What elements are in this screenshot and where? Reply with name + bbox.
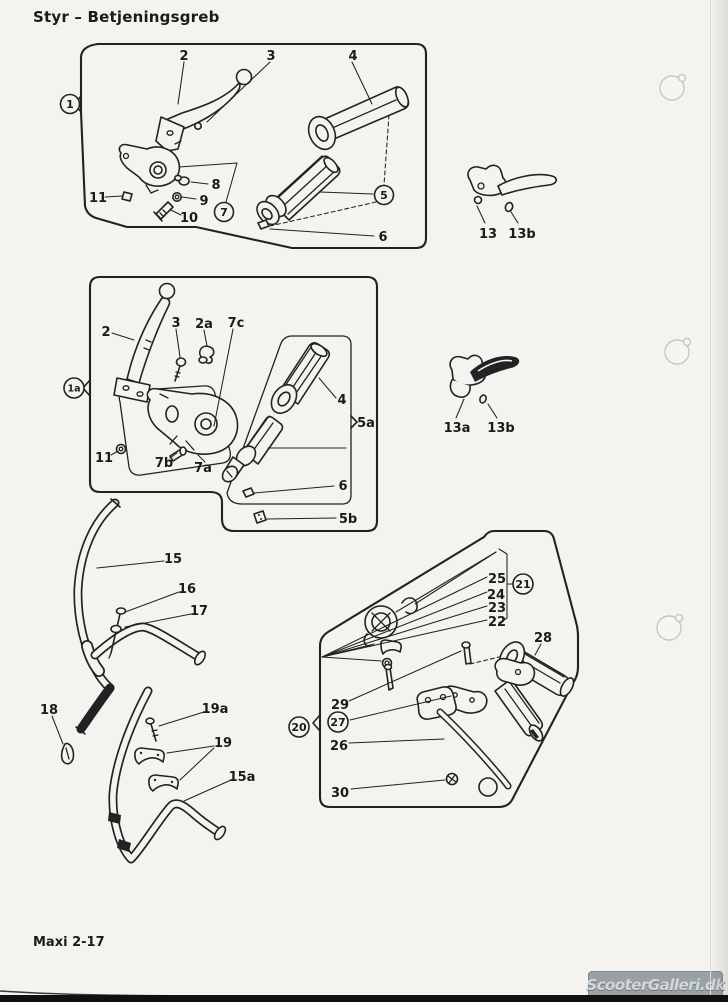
throttle-pipe-5a-drawing — [221, 415, 284, 483]
throttle-grip-drawing — [307, 86, 410, 151]
badge-21: 21 — [512, 573, 534, 595]
scan-bottom-bar — [0, 995, 728, 1002]
clip-6-1a-drawing — [242, 487, 255, 498]
part-label-22: 22 — [488, 615, 506, 630]
part-label-15: 15 — [164, 552, 182, 567]
nut-11-drawing — [121, 191, 133, 202]
badge-27: 27 — [327, 711, 349, 733]
svg-text:20: 20 — [291, 721, 307, 734]
wire-hook-25 — [401, 597, 418, 615]
scan-edge-shadow — [710, 0, 728, 1002]
screw-10-drawing — [153, 201, 174, 222]
part-label-7b: 7b — [155, 456, 173, 471]
badge-5: 5 — [373, 184, 395, 206]
part-label-8: 8 — [211, 178, 220, 193]
housing-1a-drawing — [146, 387, 239, 455]
part-label-30: 30 — [331, 786, 349, 801]
svg-text:27: 27 — [330, 716, 345, 729]
brake-lever-drawing — [155, 68, 253, 152]
assembly-1a-outline — [88, 275, 379, 533]
assembly-20-outline — [318, 529, 580, 809]
part-label-13b-mid: 13b — [487, 421, 514, 436]
part-label-7c: 7c — [228, 316, 245, 331]
part-label-29: 29 — [331, 698, 349, 713]
svg-text:7: 7 — [220, 206, 228, 219]
svg-text:1a: 1a — [67, 384, 80, 395]
part-label-23: 23 — [488, 601, 506, 616]
part-label-11: 11 — [89, 191, 107, 206]
part-label-7a: 7a — [194, 461, 212, 476]
svg-text:21: 21 — [515, 578, 530, 591]
part-label-13a: 13a — [444, 421, 471, 436]
part-label-15a: 15a — [229, 770, 256, 785]
hook-2a-drawing — [198, 345, 215, 364]
grip-sleeve-drawing — [256, 155, 341, 226]
nut-30-drawing — [445, 772, 459, 786]
part-label-2: 2 — [179, 49, 188, 64]
group-assembly-1: 1 — [59, 42, 428, 250]
part-label-2a: 2a — [195, 317, 213, 332]
punch-holes — [656, 73, 692, 641]
screw-7b-drawing — [169, 446, 187, 462]
cable-nipple — [194, 122, 203, 131]
badge-1: 1 — [59, 93, 81, 115]
group-handlebars: 15 16 17 18 19a 19 15a — [40, 498, 256, 864]
part-label-13b: 13b — [508, 227, 535, 242]
part-label-6-1a: 6 — [338, 479, 347, 494]
block-5b-drawing — [253, 510, 267, 524]
part-label-19: 19 — [214, 736, 232, 751]
part-label-10: 10 — [180, 211, 198, 226]
bolt-8-drawing — [174, 174, 190, 186]
part-label-2-1a: 2 — [101, 325, 110, 340]
part-label-24: 24 — [487, 588, 505, 603]
page-number: Maxi 2-17 — [33, 935, 105, 950]
part-label-5a: 5a — [357, 416, 375, 431]
part-label-5b: 5b — [339, 512, 357, 527]
nut-11-1a-drawing — [115, 443, 127, 455]
part-label-16: 16 — [178, 582, 196, 597]
part-label-13: 13 — [479, 227, 497, 242]
badge-1a: 1a — [63, 377, 85, 399]
clamp-halves-19-drawing — [134, 747, 179, 792]
throttle-housing-drawing — [118, 143, 181, 194]
bolt-29-drawing — [461, 641, 472, 665]
svg-text:1: 1 — [66, 98, 74, 111]
part-label-4: 4 — [348, 49, 357, 64]
part-label-28: 28 — [534, 631, 552, 646]
part-label-19a: 19a — [202, 702, 229, 717]
part-label-6: 6 — [378, 230, 387, 245]
washer-9-drawing — [172, 192, 183, 203]
part-label-11-1a: 11 — [95, 451, 113, 466]
part-label-17: 17 — [190, 604, 208, 619]
part-label-26: 26 — [330, 739, 348, 754]
group-assembly-20: 20 21 — [288, 529, 580, 809]
screw-3-drawing — [174, 357, 187, 382]
expander-bolt-drawing — [108, 607, 127, 659]
part-label-9: 9 — [199, 194, 208, 209]
part-label-3: 3 — [266, 49, 275, 64]
page-title: Styr – Betjeningsgreb — [33, 8, 220, 26]
grip-4-1a-drawing — [270, 342, 331, 415]
grip-subpanel-outline — [226, 335, 352, 505]
part-label-3-1a: 3 — [171, 316, 180, 331]
clip-6-drawing — [257, 219, 270, 230]
group-lever-13a: 13a 13b — [444, 354, 520, 436]
brake-lever-1a-drawing — [113, 282, 176, 403]
light-switch-drawing — [363, 551, 497, 691]
group-lever-13: 13 13b — [467, 164, 558, 242]
badge-20: 20 — [288, 716, 310, 738]
part-label-25: 25 — [488, 572, 506, 587]
assembly-1-outline — [79, 42, 428, 250]
brake-lever-26-drawing — [416, 686, 512, 797]
clamp-bolt-19a-drawing — [145, 717, 159, 742]
badge-7: 7 — [213, 201, 235, 223]
svg-text:5: 5 — [380, 189, 388, 202]
throttle-27-drawing — [494, 657, 544, 742]
group-assembly-1a: 1a — [63, 275, 379, 533]
part-label-18: 18 — [40, 703, 58, 718]
watermark-badge: ScooterGalleri.dk — [586, 971, 725, 998]
part-label-4-1a: 4 — [337, 393, 346, 408]
